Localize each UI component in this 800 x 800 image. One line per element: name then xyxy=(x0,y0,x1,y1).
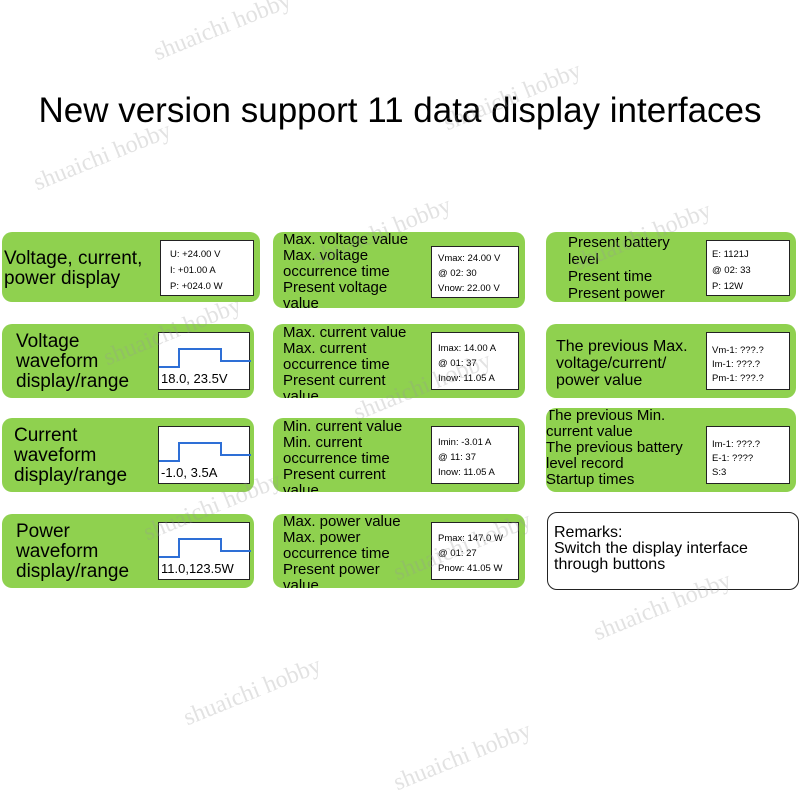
card-description: Min. current value Min. current occurren… xyxy=(283,418,403,493)
watermark: shuaichi hobby xyxy=(179,652,325,732)
card-previous-max: The previous Max. voltage/current/ power… xyxy=(546,324,796,398)
screen-line: Imin: -3.01 A xyxy=(438,437,492,448)
screen-line: P: 12W xyxy=(712,281,744,292)
waveform-line xyxy=(159,538,251,558)
display-screen: Vmax: 24.00 V @ 02: 30 Vnow: 22.00 V xyxy=(431,246,519,298)
screen-line: Pmax: 147.0 W xyxy=(438,533,503,544)
screen-line: E: 1121J xyxy=(712,249,749,260)
screen-line: Vm-1: ???.? xyxy=(712,345,764,356)
display-screen: U: +24.00 V I: +01.00 A P: +024.0 W xyxy=(160,240,254,296)
screen-line: @ 02: 30 xyxy=(438,268,477,279)
card-previous-min: The previous Min. current value The prev… xyxy=(546,408,796,492)
screen-line: @ 01: 27 xyxy=(438,548,477,559)
card-description: Voltage, current, power display xyxy=(4,248,143,289)
waveform-screen: -1.0, 3.5A xyxy=(158,426,251,484)
screen-line: P: +024.0 W xyxy=(170,281,223,292)
watermark: shuaichi hobby xyxy=(389,717,535,797)
card-description: Max. power value Max. power occurrence t… xyxy=(283,514,401,588)
screen-line: Inow: 11.05 A xyxy=(438,467,495,478)
display-screen: Imax: 14.00 A @ 01: 37 Inow: 11.05 A xyxy=(431,332,519,390)
card-max-current: Max. current value Max. current occurren… xyxy=(273,324,525,398)
screen-line: S:3 xyxy=(712,467,727,478)
waveform-line xyxy=(159,442,251,462)
card-description: Voltage waveform display/range xyxy=(16,331,130,392)
card-voltage-current-power: Voltage, current, power display U: +24.0… xyxy=(2,232,260,302)
card-voltage-waveform: Voltage waveform display/range 18.0, 23.… xyxy=(2,324,254,398)
screen-line: E-1: ???? xyxy=(712,453,754,464)
screen-line: U: +24.00 V xyxy=(170,249,221,260)
screen-line: Vmax: 24.00 V xyxy=(438,253,501,264)
card-battery-level: Present battery level Present time Prese… xyxy=(546,232,796,302)
waveform-line xyxy=(159,348,251,368)
remarks-box: Remarks: Switch the display interface th… xyxy=(547,512,799,590)
display-screen: Vm-1: ???.? Im-1: ???.? Pm-1: ???.? xyxy=(706,332,790,390)
card-description: Current waveform display/range xyxy=(14,425,128,486)
card-min-current: Min. current value Min. current occurren… xyxy=(273,418,525,492)
card-description: The previous Min. current value The prev… xyxy=(546,408,683,488)
card-description: The previous Max. voltage/current/ power… xyxy=(556,338,688,389)
card-description: Max. current value Max. current occurren… xyxy=(283,324,407,399)
waveform-screen: 11.0,123.5W xyxy=(158,522,251,580)
screen-line: I: +01.00 A xyxy=(170,265,216,276)
range-label: 11.0,123.5W xyxy=(161,561,234,576)
display-screen: Im-1: ???.? E-1: ???? S:3 xyxy=(706,426,790,484)
screen-line: Im-1: ???.? xyxy=(712,439,761,450)
card-power-waveform: Power waveform display/range 11.0,123.5W xyxy=(2,514,254,588)
screen-line: Imax: 14.00 A xyxy=(438,343,497,354)
waveform-screen: 18.0, 23.5V xyxy=(158,332,251,390)
screen-line: Vnow: 22.00 V xyxy=(438,283,500,294)
card-max-voltage: Max. voltage value Max. voltage occurren… xyxy=(273,232,525,308)
display-screen: Imin: -3.01 A @ 11: 37 Inow: 11.05 A xyxy=(431,426,519,484)
page-title: New version support 11 data display inte… xyxy=(38,91,762,130)
card-description: Max. voltage value Max. voltage occurren… xyxy=(283,232,409,308)
card-max-power: Max. power value Max. power occurrence t… xyxy=(273,514,525,588)
screen-line: Pm-1: ???.? xyxy=(712,373,764,384)
display-screen: E: 1121J @ 02: 33 P: 12W xyxy=(706,240,790,296)
range-label: -1.0, 3.5A xyxy=(161,465,218,480)
remarks-text: Remarks: Switch the display interface th… xyxy=(554,524,748,573)
screen-line: @ 02: 33 xyxy=(712,265,751,276)
screen-line: Pnow: 41.05 W xyxy=(438,563,503,574)
display-screen: Pmax: 147.0 W @ 01: 27 Pnow: 41.05 W xyxy=(431,522,519,580)
screen-line: @ 11: 37 xyxy=(438,452,476,463)
card-description: Present battery level Present time Prese… xyxy=(568,234,670,302)
screen-line: Inow: 11.05 A xyxy=(438,373,495,384)
screen-line: Im-1: ???.? xyxy=(712,359,761,370)
watermark: shuaichi hobby xyxy=(149,0,295,67)
range-label: 18.0, 23.5V xyxy=(161,371,228,386)
card-current-waveform: Current waveform display/range -1.0, 3.5… xyxy=(2,418,254,492)
screen-line: @ 01: 37 xyxy=(438,358,477,369)
card-description: Power waveform display/range xyxy=(16,521,130,582)
